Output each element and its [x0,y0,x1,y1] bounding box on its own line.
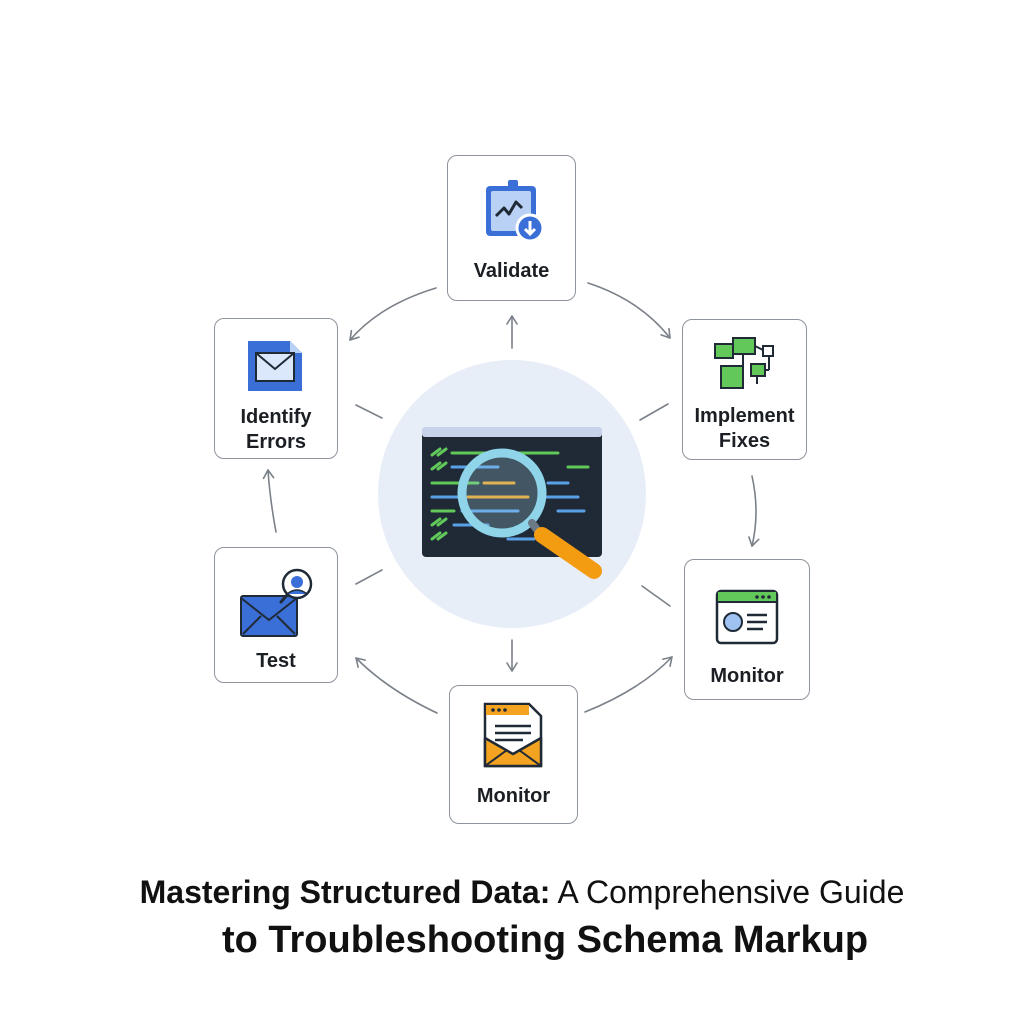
node-monitor-bottom[interactable]: Monitor [449,685,578,824]
connector-center-implement [639,403,669,421]
envelope-search-icon [239,568,315,645]
arrow-validate-to-identify [349,287,437,341]
title-line1-bold: Mastering Structured Data: [139,874,551,910]
node-implement-fixes-label-line2: Fixes [718,430,771,452]
node-validate-label: Validate [473,260,550,282]
arrow-test-to-identify [262,469,277,533]
arrow-implement-to-monitor [748,475,760,547]
title-line2: to Troubleshooting Schema Markup [221,919,869,961]
clipboard-chart-icon [482,178,548,249]
connector-center-test [355,569,383,585]
email-document-icon [246,339,306,398]
node-identify-errors-label: Identify Errors [240,406,312,453]
node-validate[interactable]: Validate [447,155,576,301]
arrow-validate-to-implement [587,282,671,339]
node-implement-fixes-label: Implement Fixes [683,404,806,454]
title-line1: Mastering Structured Data: A Comprehensi… [0,870,1024,914]
connector-center-monitor [641,585,671,607]
arrow-monitor-to-test [355,657,438,714]
node-identify-errors[interactable]: Identify Errors [214,318,338,459]
connector-center-identify [355,404,383,419]
envelope-document-icon [483,702,545,773]
node-implement-fixes[interactable]: Implement Fixes [682,319,807,460]
node-test-label: Test [256,650,296,672]
node-test[interactable]: Test [214,547,338,683]
arrow-monitor-to-monitor [584,656,673,713]
node-monitor-right[interactable]: Monitor [684,559,810,700]
node-monitor-bottom-label: Monitor [476,785,551,807]
title-line1-light: A Comprehensive Guide [550,874,905,910]
node-monitor-right-label: Monitor [710,665,784,687]
browser-window-icon [715,589,779,650]
code-magnifier-icon [418,423,608,588]
node-implement-fixes-label-line1: Implement [694,405,795,427]
page-title: Mastering Structured Data: A Comprehensi… [0,870,1024,966]
flowchart-blocks-icon [713,336,777,397]
